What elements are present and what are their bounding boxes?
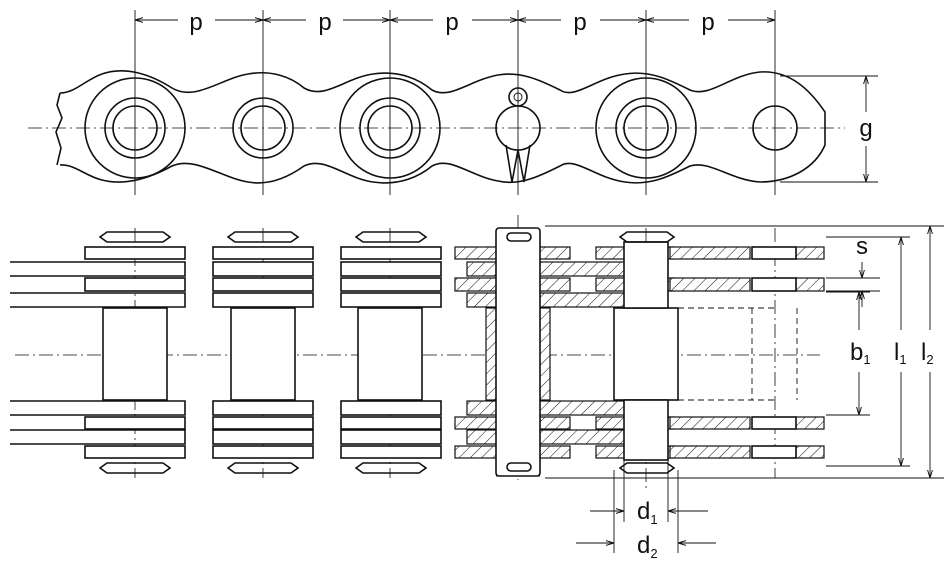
inner-width-label: b1 (850, 339, 871, 367)
side-view-plate-outline (59, 70, 826, 184)
plan-link-1 (84, 231, 314, 474)
plan-view-right-link (595, 231, 825, 474)
inner-width-dimension (826, 291, 870, 416)
pin-diameter-dimension (590, 458, 708, 522)
inner-length-label: l1 (894, 339, 907, 367)
pitch-label-4: p (573, 9, 586, 36)
inner-length-dimension (826, 236, 910, 467)
plan-view-section (454, 227, 628, 477)
side-view: p p p p p g (28, 9, 878, 195)
pitch-label-1: p (189, 9, 202, 36)
roller-diameter-label: d2 (637, 532, 658, 561)
side-view-extension-lines (134, 10, 776, 195)
outer-length-dimension (545, 225, 944, 479)
plate-thickness-label: s (856, 233, 868, 260)
pitch-label-2: p (318, 9, 331, 36)
side-view-break-line (55, 92, 63, 166)
plan-view-left-plates (10, 261, 186, 445)
outer-length-label: l2 (921, 339, 934, 367)
pitch-label-3: p (445, 9, 458, 36)
plan-link-2 (212, 231, 442, 474)
plan-link-3 (340, 231, 442, 474)
plate-height-label: g (859, 115, 872, 142)
pitch-label-5: p (701, 9, 714, 36)
plan-view: s b1 l1 l2 (10, 215, 944, 561)
pin-diameter-label: d1 (637, 498, 658, 527)
plan-view-link-set (84, 231, 442, 474)
plate-thickness-dimension (826, 262, 880, 307)
plate-height-dimension (780, 75, 878, 183)
roller-diameter-dimension (576, 470, 716, 553)
